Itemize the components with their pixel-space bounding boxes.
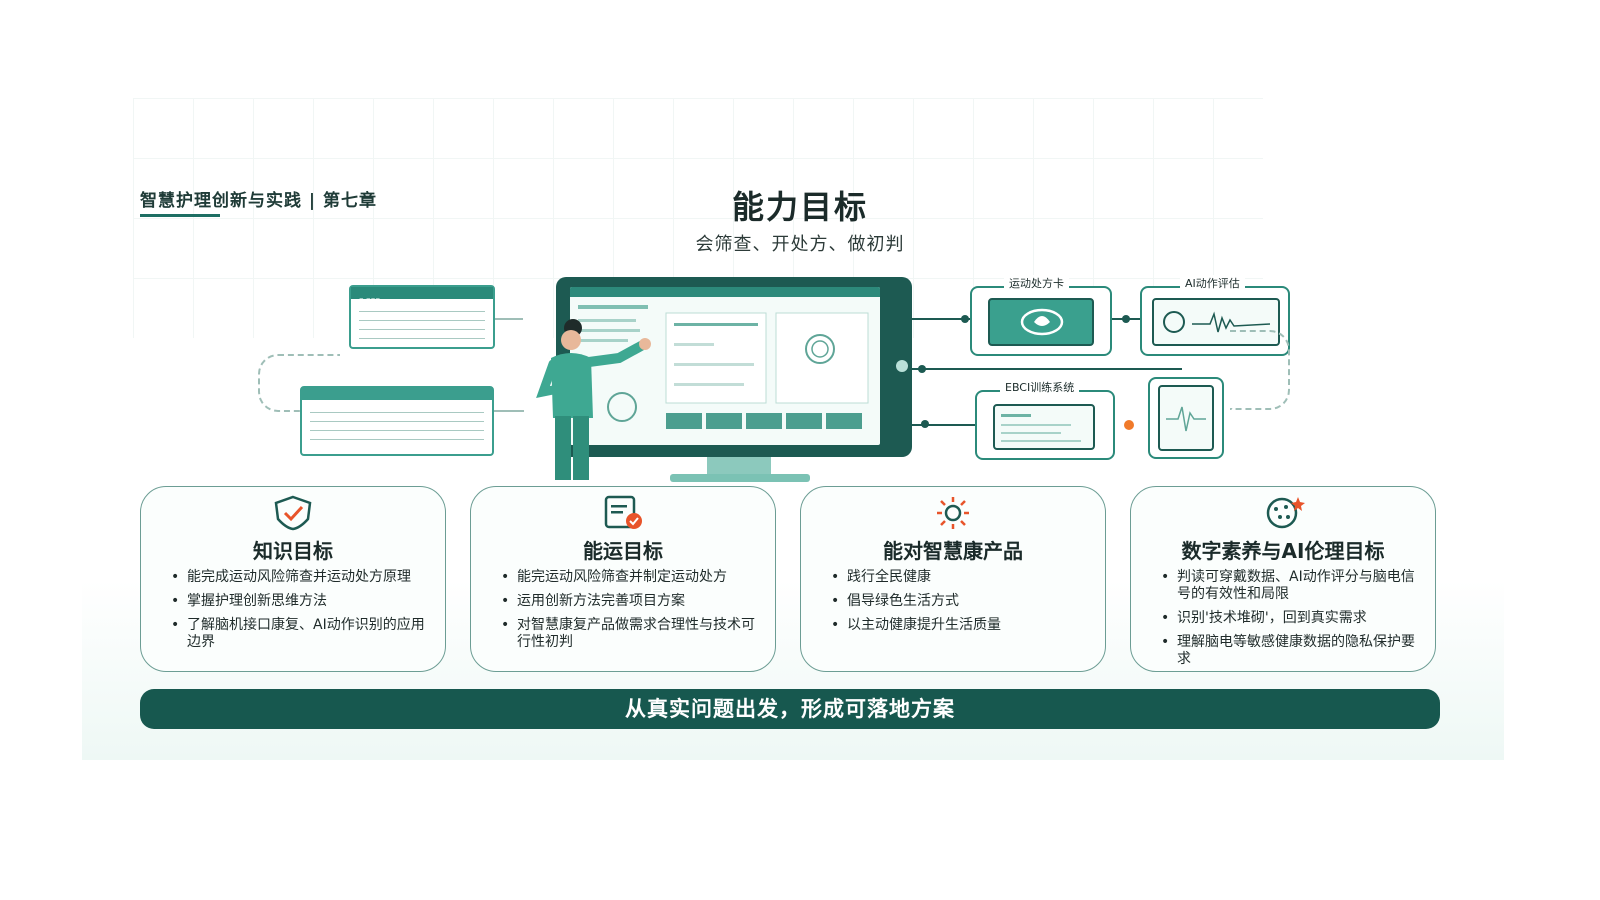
tablet-ecg-icon xyxy=(1166,406,1206,432)
goal-item: 判读可穿戴数据、AI动作评分与脑电信号的有效性和局限 xyxy=(1161,569,1421,603)
goal-item: 倡导绿色生活方式 xyxy=(831,593,1091,610)
chapter-header: 智慧护理创新与实践 | 第七章 xyxy=(140,191,378,211)
connector-dashed-right xyxy=(1230,330,1290,410)
monitor-stand xyxy=(707,457,771,475)
goal-card-digital: 数字素养与AI伦理目标 判读可穿戴数据、AI动作评分与脑电信号的有效性和局限 识… xyxy=(1130,486,1436,672)
goal-list: 能完运动风险筛查并制定运动处方 运用创新方法完善项目方案 对智慧康复产品做需求合… xyxy=(501,569,761,658)
connector-dot xyxy=(1122,315,1130,323)
goal-item: 践行全民健康 xyxy=(831,569,1091,586)
device-label: AI动作评估 xyxy=(1180,275,1245,291)
goal-item: 能完运动风险筛查并制定运动处方 xyxy=(501,569,761,586)
connector-line xyxy=(912,318,970,320)
connector-line xyxy=(495,318,523,320)
goal-title: 数字素养与AI伦理目标 xyxy=(1181,539,1385,563)
goal-item: 识别'技术堆砌'，回到真实需求 xyxy=(1161,610,1421,627)
connector-dot xyxy=(961,315,969,323)
connector-line xyxy=(494,410,524,412)
shield-check-icon xyxy=(274,495,312,531)
connector-line xyxy=(912,368,1182,370)
clipboard-check-icon xyxy=(604,495,642,529)
goal-list: 能完成运动风险筛查并运动处方原理 掌握护理创新思维方法 了解脑机接口康复、AI动… xyxy=(171,569,431,658)
device-label: EBCI训练系统 xyxy=(1000,379,1080,395)
dashboard-icon xyxy=(1001,414,1081,442)
ai-motion-device xyxy=(1140,286,1290,356)
header-underline xyxy=(140,214,220,217)
orange-dot xyxy=(1124,420,1134,430)
nurse-figure-icon xyxy=(536,319,651,480)
page-title: 能力目标 xyxy=(731,188,868,226)
goal-card-skill: 能运目标 能完运动风险筛查并制定运动处方 运用创新方法完善项目方案 对智慧康复产… xyxy=(470,486,776,672)
page-subtitle: 会筛查、开处方、做初判 xyxy=(695,234,905,255)
monitor-button xyxy=(896,360,908,372)
sun-icon xyxy=(937,497,969,529)
connector-dot xyxy=(921,420,929,428)
connector-line xyxy=(912,424,975,426)
network-star-icon xyxy=(1266,497,1305,529)
waveform-icon xyxy=(1163,311,1271,333)
bottom-banner: 从真实问题出发，形成可落地方案 xyxy=(140,689,1440,729)
ebci-device xyxy=(975,390,1115,460)
goal-card-knowledge: 知识目标 能完成运动风险筛查并运动处方原理 掌握护理创新思维方法 了解脑机接口康… xyxy=(140,486,446,672)
device-label: 运动处方卡 xyxy=(1004,275,1069,291)
goal-list: 践行全民健康 倡导绿色生活方式 以主动健康提升生活质量 xyxy=(831,569,1091,641)
goal-item: 掌握护理创新思维方法 xyxy=(171,593,431,610)
heart-leaf-icon xyxy=(1020,308,1064,336)
dashboard-screen xyxy=(570,287,880,445)
monitor-base xyxy=(670,474,810,482)
goal-title: 能运目标 xyxy=(583,539,663,563)
goal-item: 以主动健康提升生活质量 xyxy=(831,617,1091,634)
goal-item: 运用创新方法完善项目方案 xyxy=(501,593,761,610)
connector-dot xyxy=(918,365,926,373)
form-panel-top: ▪ ▪▪▪ xyxy=(349,285,495,349)
form-panel-bottom xyxy=(300,386,494,456)
dashboard-content-icon xyxy=(578,305,869,429)
goal-title: 知识目标 xyxy=(253,539,333,563)
prescription-card-device xyxy=(970,286,1112,356)
tablet-device xyxy=(1148,377,1224,459)
goal-item: 理解脑电等敏感健康数据的隐私保护要求 xyxy=(1161,634,1421,668)
connector-dashed-left xyxy=(258,354,340,412)
monitor-frame xyxy=(556,277,912,457)
goal-title: 能对智慧康产品 xyxy=(883,539,1023,563)
goal-item: 对智慧康复产品做需求合理性与技术可行性初判 xyxy=(501,617,761,651)
goal-item: 了解脑机接口康复、AI动作识别的应用边界 xyxy=(171,617,431,651)
goal-list: 判读可穿戴数据、AI动作评分与脑电信号的有效性和局限 识别'技术堆砌'，回到真实… xyxy=(1161,569,1421,675)
goal-card-health: 能对智慧康产品 践行全民健康 倡导绿色生活方式 以主动健康提升生活质量 xyxy=(800,486,1106,672)
goal-item: 能完成运动风险筛查并运动处方原理 xyxy=(171,569,431,586)
